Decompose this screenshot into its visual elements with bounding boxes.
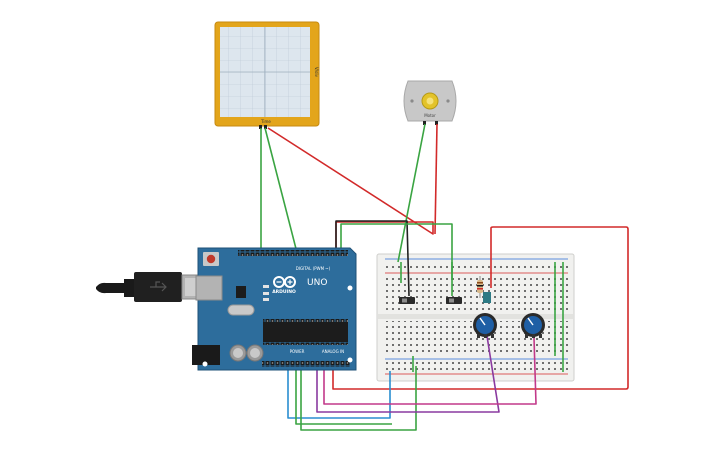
motor-label: Motor: [424, 113, 436, 118]
power-analog-header[interactable]: [262, 361, 350, 367]
power-label: POWER: [290, 349, 305, 354]
transistor-body: [483, 292, 491, 303]
motor-terminal-1[interactable]: [423, 121, 426, 125]
wire-purple[interactable]: [316, 335, 500, 413]
breadboard[interactable]: [376, 253, 575, 382]
usb-b-port: [195, 275, 223, 301]
atmega-chip: [263, 322, 348, 342]
atmega-pins-bottom: [263, 342, 348, 345]
arduino-uno[interactable]: ARDUINO UNO DIGITAL (PWM ~) POWER ANALOG…: [192, 247, 357, 371]
capacitor-2-top: [250, 348, 260, 358]
atmega-pins-top: [263, 319, 348, 322]
reset-button[interactable]: [206, 254, 216, 264]
motor-screw-right: [446, 99, 450, 103]
digital-label: DIGITAL (PWM ~): [296, 266, 331, 271]
potentiometer-right-pin-1: [525, 334, 528, 338]
usb-strain-relief: [124, 279, 134, 297]
arduino-model: UNO: [307, 278, 327, 288]
crystal-oscillator: [227, 304, 255, 316]
center-channel: [378, 314, 573, 319]
motor-terminal-2[interactable]: [435, 121, 438, 125]
potentiometer-left-indicator: [479, 317, 486, 326]
analog-label: ANALOG IN: [322, 349, 344, 354]
rail-bottom-holes: [385, 362, 568, 371]
mount-hole-1: [202, 361, 208, 367]
rail-top-holes: [385, 262, 568, 271]
mount-hole-2: [347, 285, 353, 291]
wire-green-bottom-b[interactable]: [300, 366, 417, 431]
oscilloscope-volt-label: V/div: [314, 67, 319, 78]
wire-red-power-loop[interactable]: [332, 226, 629, 390]
usb-chip: [236, 286, 246, 298]
wire-green-digital[interactable]: [340, 223, 453, 296]
wire-magenta[interactable]: [323, 337, 537, 405]
potentiometer-left-pin-3: [491, 334, 494, 338]
resistor-band-2: [477, 285, 483, 287]
oscilloscope-probe-pin-1[interactable]: [259, 125, 262, 129]
oscilloscope-time-label: Time: [260, 119, 271, 124]
transistor[interactable]: [483, 292, 491, 303]
wire-motor-2[interactable]: [434, 123, 438, 235]
potentiometer-right-indicator: [527, 317, 534, 326]
potentiometer-left-pin-2: [484, 334, 487, 338]
slide-switch-right-knob[interactable]: [449, 298, 454, 303]
wire-green-bottom-a[interactable]: [295, 366, 392, 425]
potentiometer-right-pin-3: [539, 334, 542, 338]
wire-motor-1[interactable]: [397, 123, 426, 263]
motor-screw-left: [410, 99, 414, 103]
usb-cable-end: [96, 282, 124, 294]
led-l: [263, 285, 269, 288]
potentiometer-left-pin-1: [477, 334, 480, 338]
slide-switch-left[interactable]: [399, 297, 415, 304]
arduino-logo-icon: [273, 276, 296, 288]
slide-switch-right[interactable]: [446, 297, 462, 304]
oscilloscope[interactable]: V/div Time: [214, 21, 320, 129]
resistor-band-1: [477, 282, 483, 284]
led-tx: [263, 292, 269, 295]
potentiometer-right-pin-2: [532, 334, 535, 338]
resistor-band-3: [477, 288, 483, 290]
slide-switch-left-knob[interactable]: [402, 298, 407, 303]
strip-top-holes: [385, 278, 568, 312]
motor-shaft-center: [426, 97, 434, 105]
oscilloscope-probe-pin-2[interactable]: [264, 125, 267, 129]
wire-blue[interactable]: [287, 366, 391, 419]
power-jack: [192, 345, 220, 365]
arduino-brand: ARDUINO: [272, 289, 296, 295]
digital-header[interactable]: [238, 250, 348, 256]
resistor[interactable]: [477, 276, 483, 298]
potentiometer-right[interactable]: [521, 313, 545, 338]
led-rx: [263, 298, 269, 301]
usb-symbol-icon: [150, 281, 167, 292]
wire-black-gnd[interactable]: [335, 220, 410, 297]
capacitor-1-top: [233, 348, 243, 358]
potentiometer-left[interactable]: [473, 313, 497, 338]
dc-motor[interactable]: Motor: [403, 80, 457, 125]
mount-hole-3: [347, 357, 353, 363]
